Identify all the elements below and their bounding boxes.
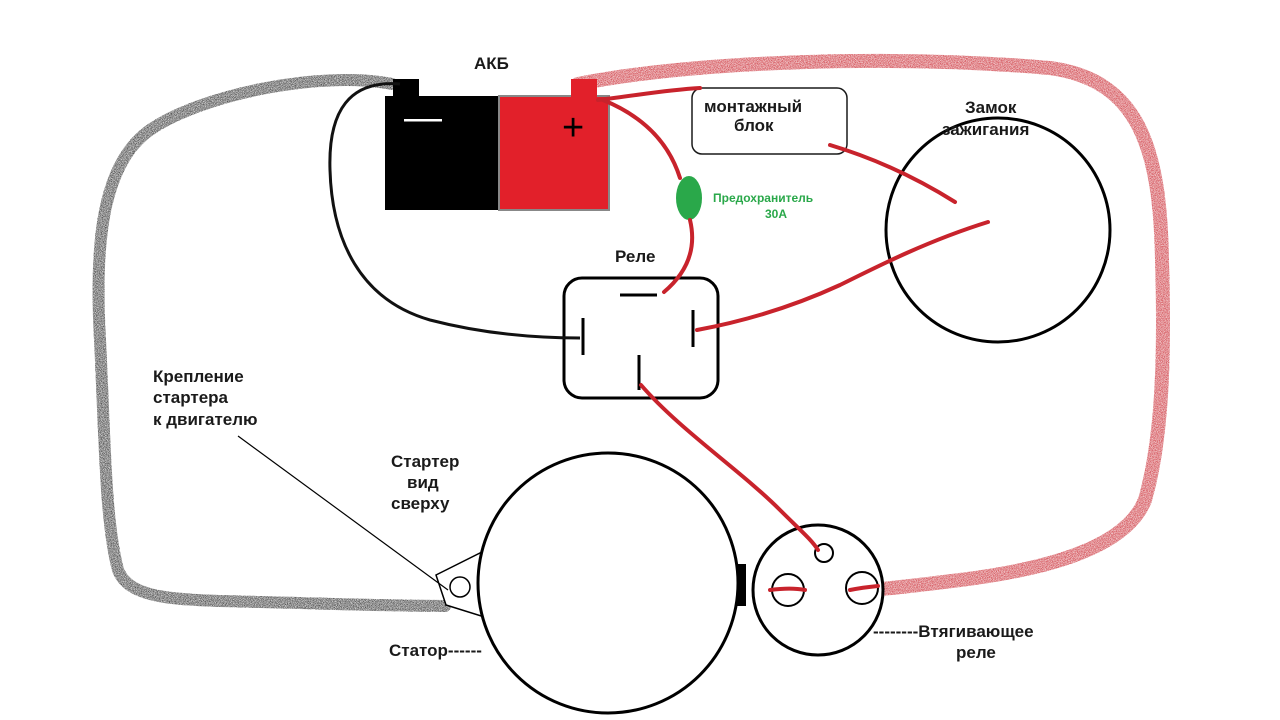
positive-wires	[596, 86, 990, 592]
relay-pins	[581, 293, 695, 390]
battery-positive-terminal	[571, 79, 597, 99]
starter-label-3: сверху	[391, 494, 450, 513]
relay-label: Реле	[615, 247, 655, 266]
ground-wire-relay	[328, 82, 581, 340]
battery-positive-cell	[498, 95, 610, 211]
fuse-label-2: 30А	[765, 207, 787, 221]
battery: — +	[385, 79, 610, 211]
stator-label: Статор------	[389, 641, 482, 660]
ignition-label-1: Замок	[965, 98, 1017, 117]
starter-stator	[476, 451, 740, 715]
battery-minus-sign: —	[404, 97, 442, 139]
starter-gap	[737, 564, 746, 606]
mount-label-2: стартера	[153, 388, 229, 407]
ground-wire-loop	[92, 74, 451, 612]
battery-negative-terminal	[393, 79, 419, 99]
fuse-block-label-1: монтажный	[704, 97, 802, 116]
ignition-label-2: зажигания	[942, 120, 1029, 139]
fuse-label-1: Предохранитель	[713, 191, 813, 205]
fuse-block-label-2: блок	[734, 116, 774, 135]
starter-label-2: вид	[407, 473, 439, 492]
solenoid-terminal-control	[814, 543, 834, 563]
starter-label-1: Стартер	[391, 452, 459, 471]
mount-label-3: к двигателю	[153, 410, 258, 429]
mount-leader-line	[237, 435, 449, 591]
battery-label: АКБ	[474, 54, 509, 73]
mount-label-1: Крепление	[153, 367, 244, 386]
battery-negative-cell	[385, 96, 499, 210]
solenoid-label-2: реле	[956, 643, 996, 662]
positive-wire-loop	[571, 54, 1171, 597]
fuse-30a	[676, 176, 702, 220]
fuse-block-box	[691, 87, 848, 155]
battery-plus-sign: +	[562, 107, 584, 149]
solenoid	[751, 523, 885, 657]
starter-mount-hole	[449, 576, 471, 598]
solenoid-label-1: --------Втягивающее	[873, 622, 1034, 641]
ignition-switch	[884, 116, 1112, 344]
